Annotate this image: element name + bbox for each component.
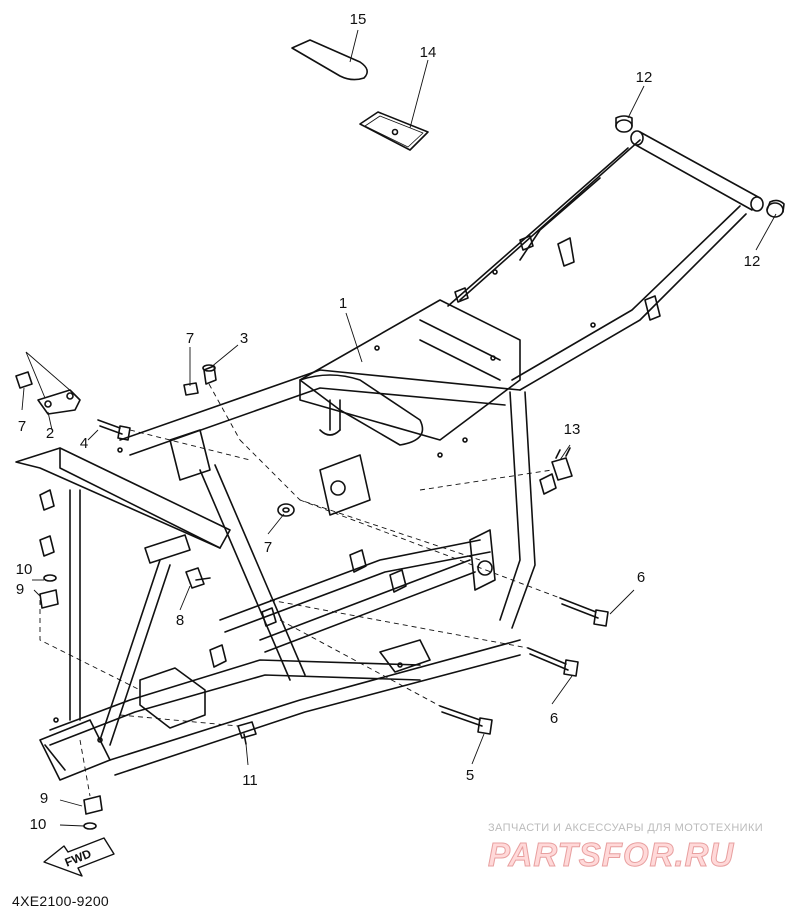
part-6-bolt-upper: [559, 597, 609, 627]
callout-13: 13: [564, 421, 581, 438]
watermark-brand: PARTSFOR.RU: [487, 836, 735, 874]
callout-2: 2: [46, 425, 54, 442]
callout-15: 15: [350, 11, 367, 28]
callout-1: 1: [339, 295, 347, 312]
callout-12-lower: 12: [744, 253, 761, 270]
callout-7-left: 7: [18, 418, 26, 435]
part-7-nut-upper: [183, 382, 199, 396]
callout-11: 11: [242, 772, 258, 789]
part-15-seat-pad: [291, 39, 368, 81]
part-5-bolt: [439, 705, 493, 735]
part-12-cap-lower: [766, 199, 785, 218]
leader-lines: [21, 29, 777, 827]
part-7-nut-middle: [277, 503, 295, 517]
part-2-bracket: [37, 389, 81, 415]
callout-7-middle: 7: [264, 539, 272, 556]
callout-7-upper: 7: [186, 330, 194, 347]
part-7-nut-left: [15, 371, 33, 389]
callout-4: 4: [80, 435, 88, 452]
part-11-bolt: [237, 721, 257, 745]
part-9-collar-upper: [39, 589, 59, 609]
part-9-collar-lower: [83, 795, 103, 815]
callout-6-lower: 6: [550, 710, 558, 727]
part-10-washer-upper: [43, 574, 57, 582]
part-8-clamp: [185, 567, 211, 589]
callout-5: 5: [466, 767, 474, 784]
callout-10-lower: 10: [30, 816, 47, 833]
part-14-plate: [359, 111, 429, 151]
callout-10-upper: 10: [16, 561, 33, 578]
part-1-main-frame: [15, 130, 764, 781]
callout-9-lower: 9: [40, 790, 48, 807]
callout-12-upper: 12: [636, 69, 653, 86]
part-13-clip: [551, 447, 573, 481]
part-10-washer-lower: [83, 822, 97, 830]
callout-labels: 15 14 12 12 1 3 7 7 2 4 13 7 10 9 8 6 6 …: [16, 11, 761, 870]
fwd-arrow-icon: [43, 837, 115, 877]
part-code: 4XE2100-9200: [12, 893, 110, 909]
callout-8: 8: [176, 612, 184, 629]
part-3-bolt: [202, 364, 217, 385]
callout-9-upper: 9: [16, 581, 24, 598]
watermark-caption: ЗАПЧАСТИ И АКСЕССУАРЫ ДЛЯ МОТОТЕХНИКИ: [488, 822, 764, 834]
callout-14: 14: [420, 44, 437, 61]
part-6-bolt-lower: [527, 647, 579, 677]
callout-3: 3: [240, 330, 248, 347]
part-4-bolt: [97, 419, 131, 441]
callout-6-upper: 6: [637, 569, 645, 586]
part-12-cap-upper: [615, 115, 633, 133]
